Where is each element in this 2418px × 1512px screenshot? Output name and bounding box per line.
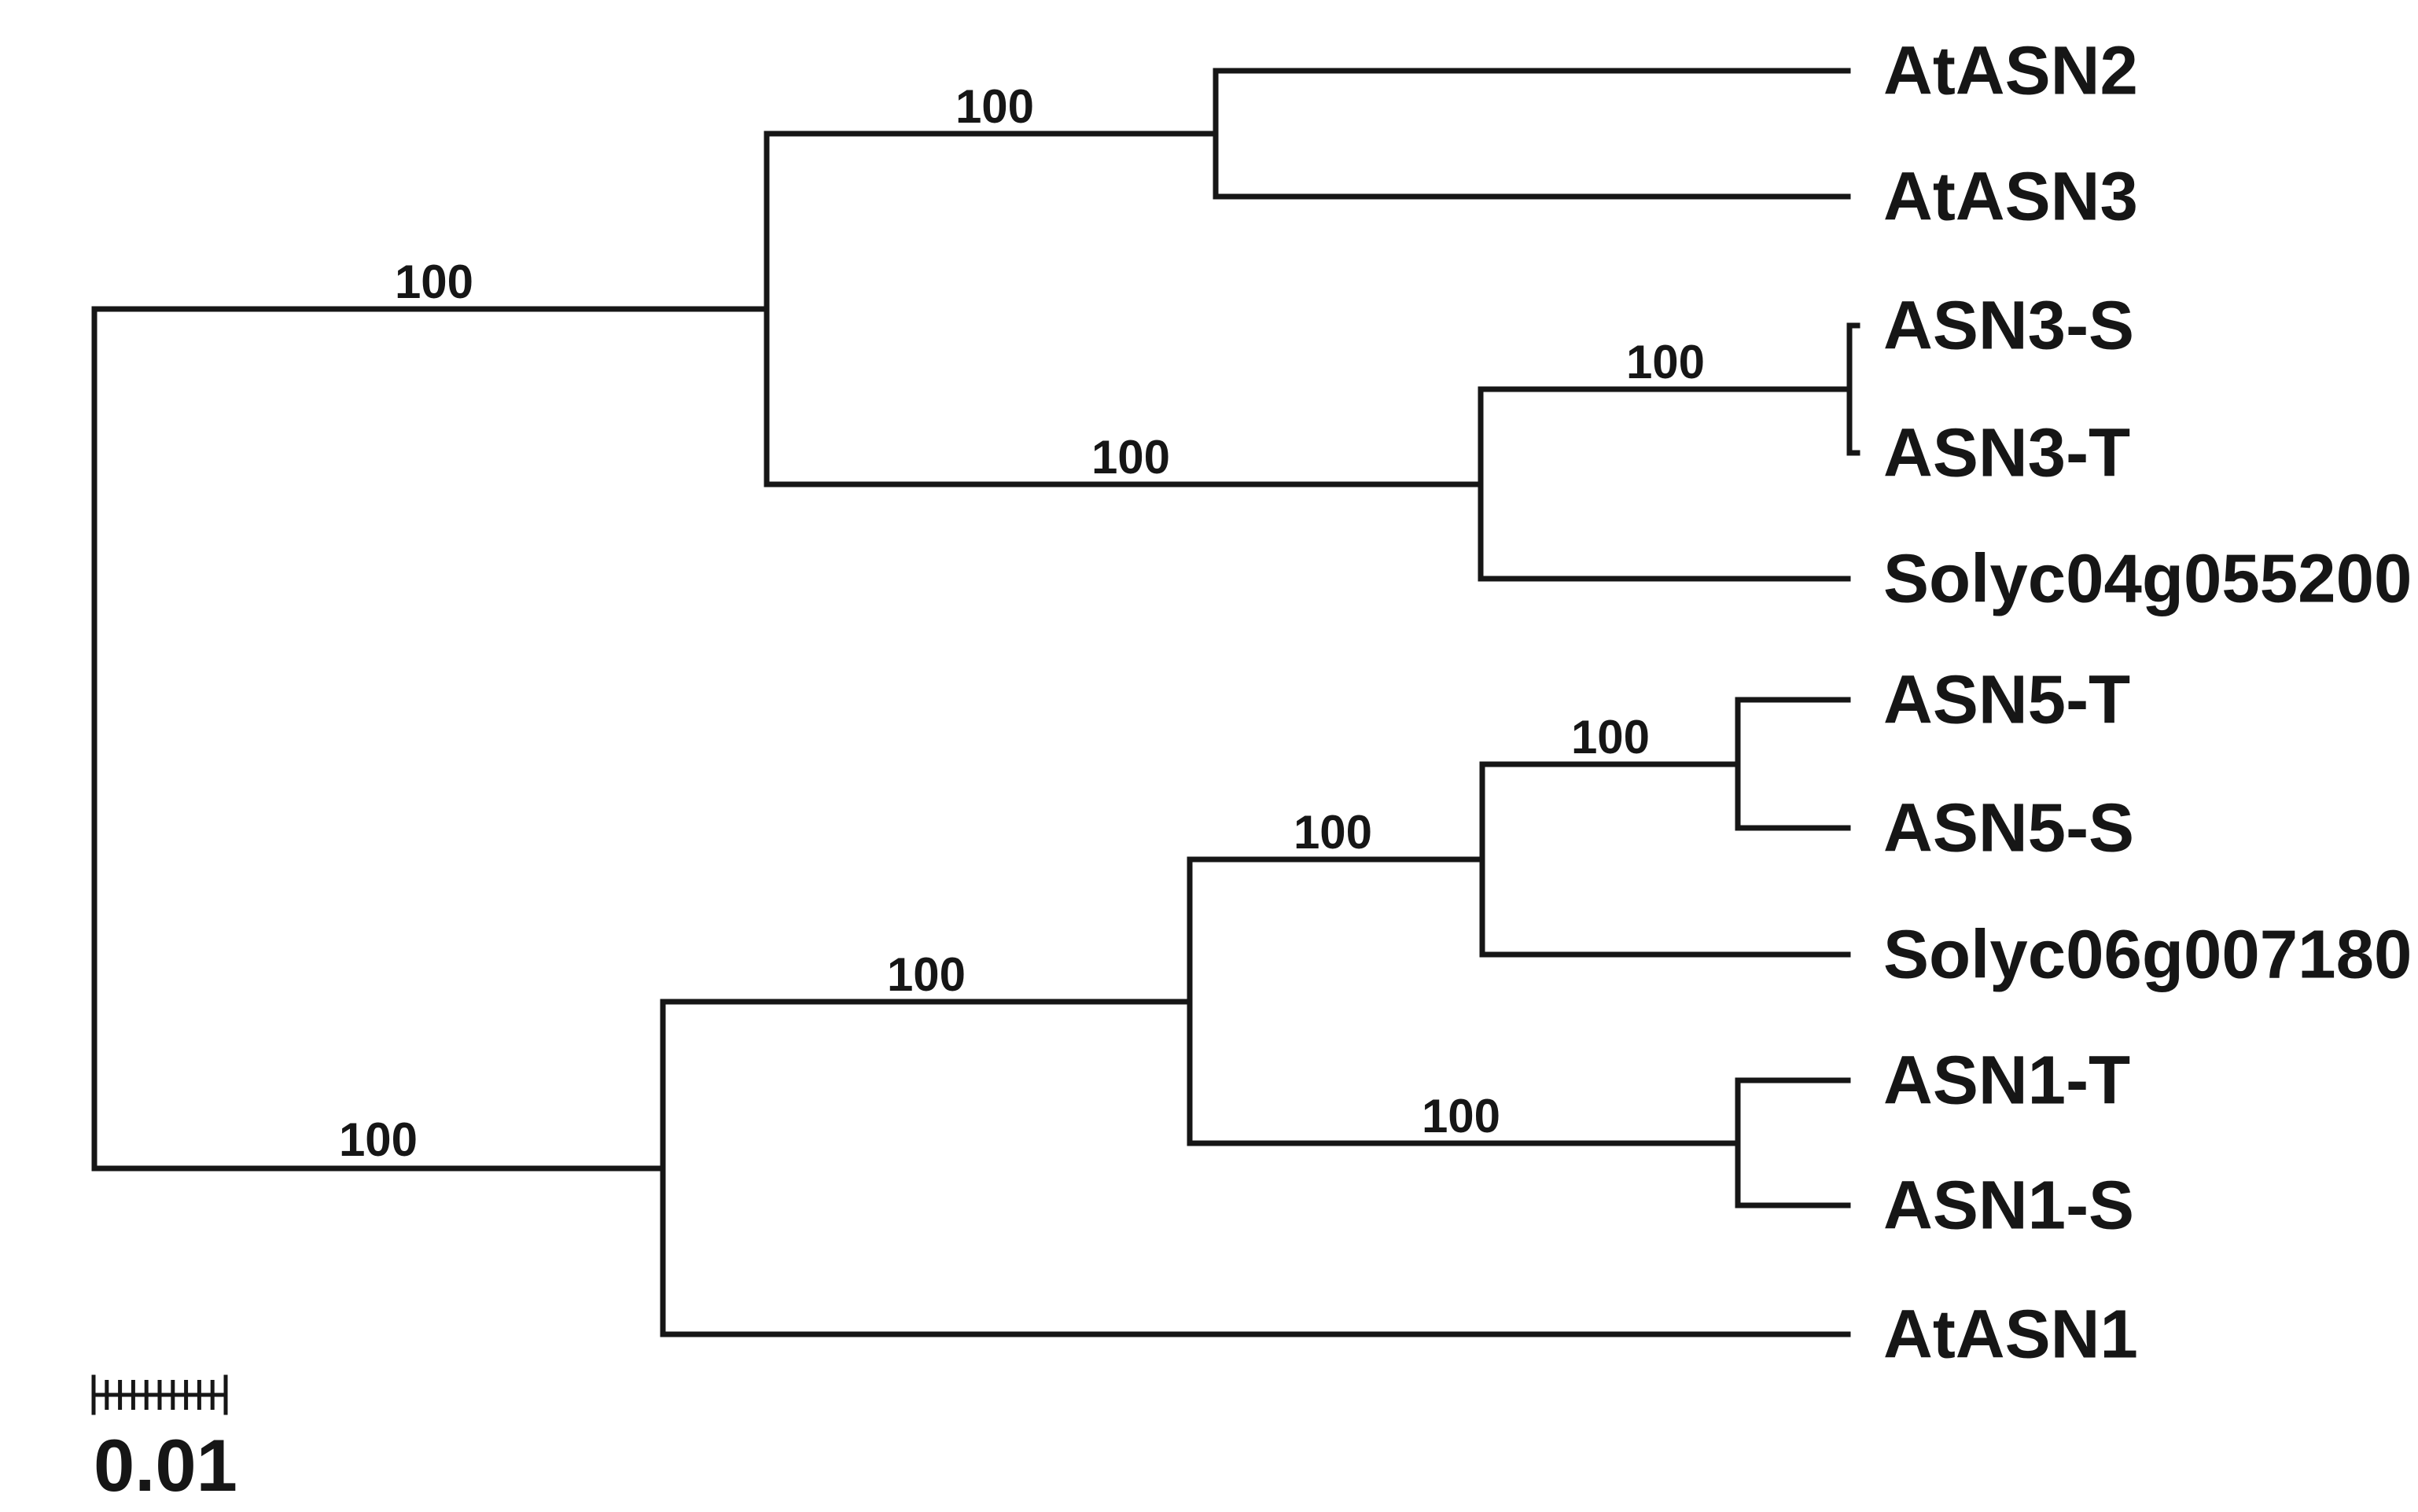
taxon-label-ASN3-S: ASN3-S — [1883, 288, 2134, 364]
taxon-label-ASN1-T: ASN1-T — [1883, 1043, 2130, 1119]
taxon-label-AtASN1: AtASN1 — [1883, 1297, 2138, 1373]
taxon-label-ASN5-T: ASN5-T — [1883, 662, 2130, 738]
bootstrap-value: 100 — [1626, 336, 1705, 388]
bootstrap-value: 100 — [1422, 1090, 1500, 1142]
bootstrap-value: 100 — [887, 948, 966, 1001]
taxon-label-ASN1-S: ASN1-S — [1883, 1168, 2134, 1244]
tree-branches — [91, 68, 1860, 1337]
taxon-label-ASN5-S: ASN5-S — [1883, 790, 2134, 866]
bootstrap-values: 100 100 100 100 100 100 100 100 100 — [339, 80, 1705, 1166]
scale-bar: 0.01 — [91, 1374, 237, 1506]
bootstrap-value: 100 — [1091, 431, 1170, 484]
taxon-label-AtASN3: AtASN3 — [1883, 159, 2138, 235]
taxon-label-Solyc04g055200: Solyc04g055200 — [1883, 541, 2412, 617]
taxon-label-ASN3-T: ASN3-T — [1883, 415, 2130, 491]
taxon-label-AtASN2: AtASN2 — [1883, 33, 2138, 109]
bootstrap-value: 100 — [1571, 711, 1650, 763]
bootstrap-value: 100 — [395, 256, 473, 308]
bootstrap-value: 100 — [1294, 806, 1372, 859]
scale-bar-label: 0.01 — [94, 1424, 237, 1506]
bootstrap-value: 100 — [955, 80, 1034, 133]
taxon-label-Solyc06g007180: Solyc06g007180 — [1883, 917, 2412, 993]
bootstrap-value: 100 — [339, 1113, 418, 1166]
